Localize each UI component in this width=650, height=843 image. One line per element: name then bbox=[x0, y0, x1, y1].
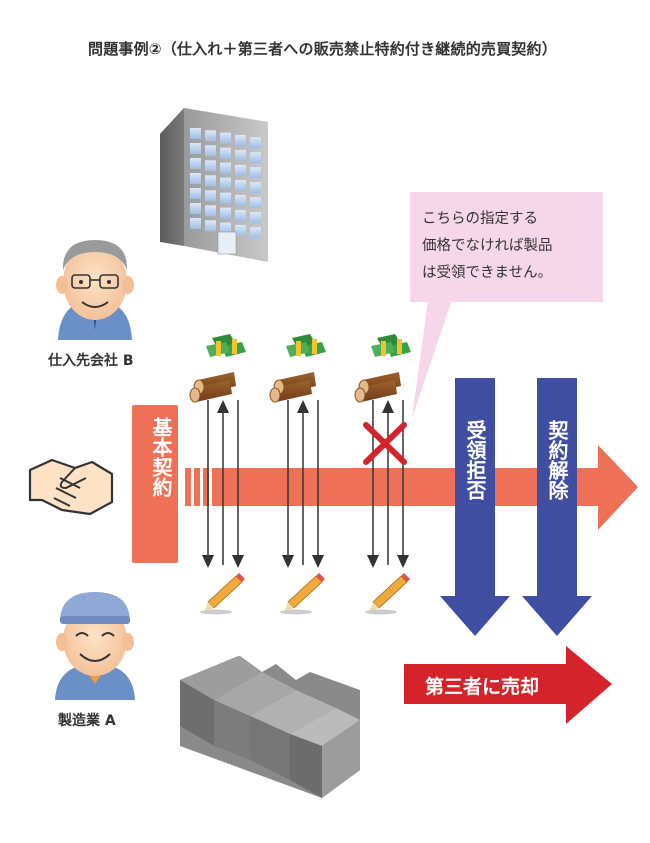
building-window bbox=[205, 190, 216, 202]
building-window bbox=[205, 145, 216, 157]
building-window bbox=[250, 182, 261, 194]
building-window bbox=[190, 173, 201, 184]
building-window bbox=[250, 212, 261, 224]
building-window bbox=[190, 158, 201, 169]
bubble-line-1: こちらの指定する bbox=[422, 211, 538, 227]
speech-bubble: こちらの指定する 価格でなければ製品 は受領できません。 bbox=[410, 192, 603, 302]
pencil-icon bbox=[365, 573, 410, 615]
cross-mark-icon bbox=[363, 422, 407, 465]
pencil-icon bbox=[200, 573, 245, 615]
speech-bubble-tail bbox=[412, 300, 452, 418]
manufacturer-label: 製造業 A bbox=[58, 713, 116, 729]
log-icon bbox=[354, 372, 401, 403]
factory-icon bbox=[180, 656, 360, 798]
money-bundle-icon bbox=[371, 334, 411, 357]
building-window bbox=[205, 130, 216, 142]
building-window bbox=[205, 160, 216, 172]
building-window bbox=[250, 197, 261, 209]
building-window bbox=[235, 179, 246, 191]
transaction-columns bbox=[189, 334, 411, 615]
building-window bbox=[220, 207, 231, 219]
manufacturer-person-avatar bbox=[55, 592, 135, 700]
transaction-line-pair bbox=[202, 400, 244, 568]
building-window bbox=[190, 218, 201, 229]
sell-label: 第三者に売却 bbox=[425, 676, 540, 698]
building-window bbox=[205, 205, 216, 217]
office-building-icon bbox=[160, 108, 268, 262]
building-window bbox=[235, 194, 246, 206]
page-title: 問題事例②（仕入れ＋第三者への販売禁止特約付き継続的売買契約） bbox=[88, 40, 557, 58]
sell-arrow bbox=[404, 646, 612, 724]
building-window bbox=[235, 164, 246, 176]
pencil-icon bbox=[280, 573, 325, 615]
building-window bbox=[220, 147, 231, 159]
bubble-line-2: 価格でなければ製品 bbox=[422, 238, 553, 254]
money-bundle-icon bbox=[206, 334, 246, 357]
terminate-label: 契約解除 bbox=[545, 420, 569, 500]
building-window bbox=[205, 220, 216, 232]
handshake-icon bbox=[28, 458, 114, 516]
building-window bbox=[220, 177, 231, 189]
log-icon bbox=[189, 372, 236, 403]
building-window bbox=[250, 227, 261, 239]
building-window bbox=[250, 152, 261, 164]
building-window bbox=[220, 222, 231, 234]
building-window bbox=[190, 143, 201, 154]
building-window bbox=[235, 134, 246, 146]
building-window bbox=[190, 188, 201, 199]
building-window bbox=[220, 132, 231, 144]
refuse-arrow bbox=[440, 378, 510, 636]
money-bundle-icon bbox=[286, 334, 326, 357]
bubble-line-3: は受領できません。 bbox=[422, 265, 553, 281]
terminate-arrow bbox=[522, 378, 592, 636]
transaction-line-pair bbox=[282, 400, 324, 568]
building-window bbox=[235, 149, 246, 161]
building-window bbox=[235, 224, 246, 236]
refuse-label: 受領拒否 bbox=[463, 420, 487, 500]
building-window bbox=[190, 203, 201, 214]
building-window bbox=[190, 128, 201, 139]
supplier-label: 仕入先会社 B bbox=[48, 353, 134, 369]
basic-contract-label: 基本契約 bbox=[149, 417, 173, 497]
building-window bbox=[220, 192, 231, 204]
building-window bbox=[220, 162, 231, 174]
supplier-person-avatar bbox=[56, 240, 134, 340]
building-window bbox=[250, 137, 261, 149]
log-icon bbox=[269, 372, 316, 403]
building-window bbox=[205, 175, 216, 187]
basic-contract-box: 基本契約 bbox=[132, 405, 178, 563]
building-window bbox=[250, 167, 261, 179]
building-window bbox=[235, 209, 246, 221]
